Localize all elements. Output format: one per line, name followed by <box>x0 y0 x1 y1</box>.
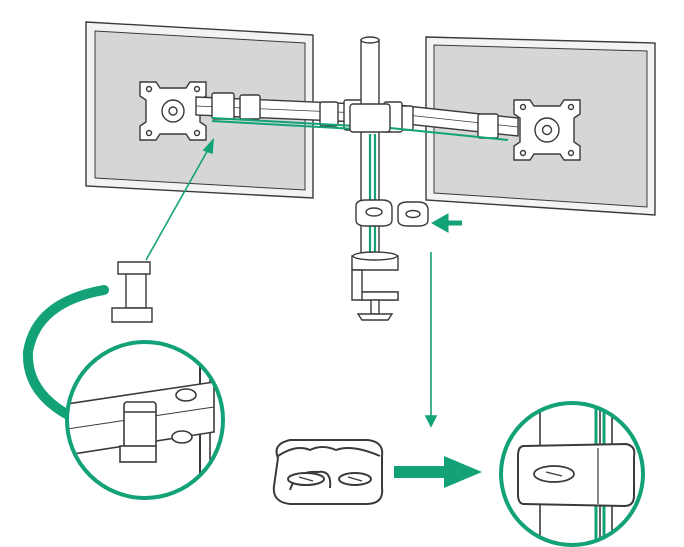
arrow-to-pole-clip <box>430 213 462 233</box>
vesa-plate-left <box>139 81 207 141</box>
cable-clip-arm <box>111 261 153 323</box>
arrow-clip-to-arm <box>145 137 214 261</box>
cable-route-arms <box>211 117 509 141</box>
arrow-to-detail-pole <box>394 456 482 488</box>
desk-clamp <box>351 251 399 321</box>
arrow-down-to-clip <box>424 252 438 428</box>
cable-clip-pole <box>355 199 429 227</box>
vesa-plate-right <box>513 99 581 161</box>
detail-circle-arm-clip <box>65 340 225 500</box>
detail-circle-pole-clip <box>499 401 645 547</box>
cable-route-pole <box>368 134 377 262</box>
cable-clip-large <box>272 439 384 505</box>
